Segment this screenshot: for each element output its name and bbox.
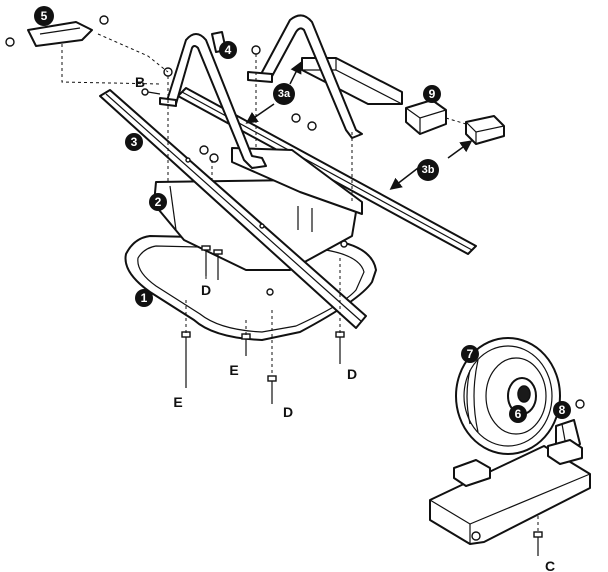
callout-8-label: 8 bbox=[559, 403, 566, 417]
callout-3a-label: 3a bbox=[278, 88, 291, 100]
callout-3-label: 3 bbox=[131, 135, 138, 149]
callout-9: 9 bbox=[423, 85, 441, 103]
hitch-bracket bbox=[5, 15, 109, 47]
arrows bbox=[245, 61, 473, 190]
label-d-2: D bbox=[283, 404, 293, 420]
cross-bar-3a bbox=[301, 57, 403, 105]
wheel-frame bbox=[429, 439, 591, 545]
tube-connector bbox=[405, 99, 447, 135]
callout-1-label: 1 bbox=[141, 291, 148, 305]
callout-1: 1 bbox=[135, 289, 153, 307]
base-plate bbox=[124, 232, 377, 341]
wheel bbox=[455, 337, 561, 455]
callout-8: 8 bbox=[553, 401, 571, 419]
tow-tube-3 bbox=[99, 89, 367, 329]
label-d-3: D bbox=[347, 366, 357, 382]
label-c: C bbox=[545, 558, 555, 572]
callout-5: 5 bbox=[34, 6, 54, 26]
callout-5-label: 5 bbox=[41, 9, 48, 23]
callout-3b: 3b bbox=[417, 159, 439, 181]
label-e-2: E bbox=[229, 362, 238, 378]
callout-7: 7 bbox=[461, 345, 479, 363]
callout-2-label: 2 bbox=[155, 195, 162, 209]
hardware-bolts bbox=[141, 88, 543, 556]
callout-3b-label: 3b bbox=[422, 164, 435, 176]
callout-4-label: 4 bbox=[225, 43, 232, 57]
callout-2: 2 bbox=[149, 193, 167, 211]
callout-6: 6 bbox=[509, 405, 527, 423]
label-e-1: E bbox=[173, 394, 182, 410]
callout-3a: 3a bbox=[273, 83, 295, 105]
callout-9-label: 9 bbox=[429, 87, 436, 101]
callout-6-label: 6 bbox=[515, 407, 522, 421]
callout-4: 4 bbox=[219, 41, 237, 59]
label-d-1: D bbox=[201, 282, 211, 298]
callout-7-label: 7 bbox=[467, 347, 474, 361]
tube-end-plug bbox=[465, 115, 505, 145]
label-b: B bbox=[135, 74, 145, 90]
callout-3: 3 bbox=[125, 133, 143, 151]
